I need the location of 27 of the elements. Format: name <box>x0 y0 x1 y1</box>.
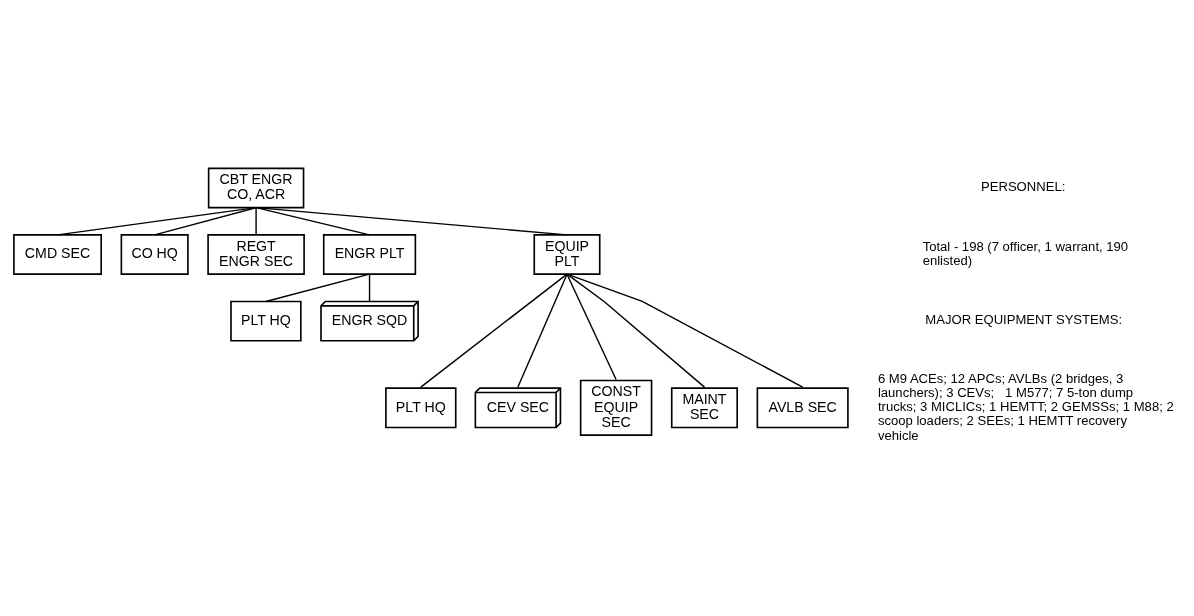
connector <box>517 273 568 388</box>
label: MAJOR EQUIPMENT SYSTEMS: <box>925 312 1123 328</box>
connector <box>566 273 804 388</box>
label: Total - 198 (7 officer, 1 warrant, 190 enlisted) <box>922 238 1129 269</box>
node-box: ENGR PLT <box>322 234 417 275</box>
node-box: PLT HQ <box>385 387 457 429</box>
node-box: REGT ENGR SEC <box>207 234 305 275</box>
connector <box>255 206 568 236</box>
node-box: CONST EQUIP SEC <box>579 379 653 436</box>
node-box: CO HQ <box>120 234 189 275</box>
connector <box>566 273 706 388</box>
node-box: PLT HQ <box>230 300 302 342</box>
connector <box>255 206 371 236</box>
node-box: CBT ENGR CO, ACR <box>207 167 305 209</box>
connector <box>368 273 371 303</box>
connector <box>265 273 371 303</box>
label: 6 M9 ACEs; 12 APCs; AVLBs (2 bridges, 3 launchers); 3 CEVs; 1 M577; 7 5-ton dump trucks; 3 MICLICs; 1 HEMTT; 2 GEMSSs; 1 M88; 2 scoop loaders; 2 SEEs; 1 HEMTT recovery vehicle <box>877 370 1174 443</box>
connector <box>56 206 257 236</box>
node-box: CMD SEC <box>13 234 102 275</box>
connector <box>153 206 257 236</box>
connector <box>255 206 257 236</box>
connector <box>420 273 568 388</box>
node-box: AVLB SEC <box>756 387 849 429</box>
node-box: EQUIP PLT <box>533 234 601 275</box>
connector <box>566 273 617 381</box>
label: PERSONNEL: <box>981 179 1066 195</box>
node-box: MAINT SEC <box>670 387 738 429</box>
